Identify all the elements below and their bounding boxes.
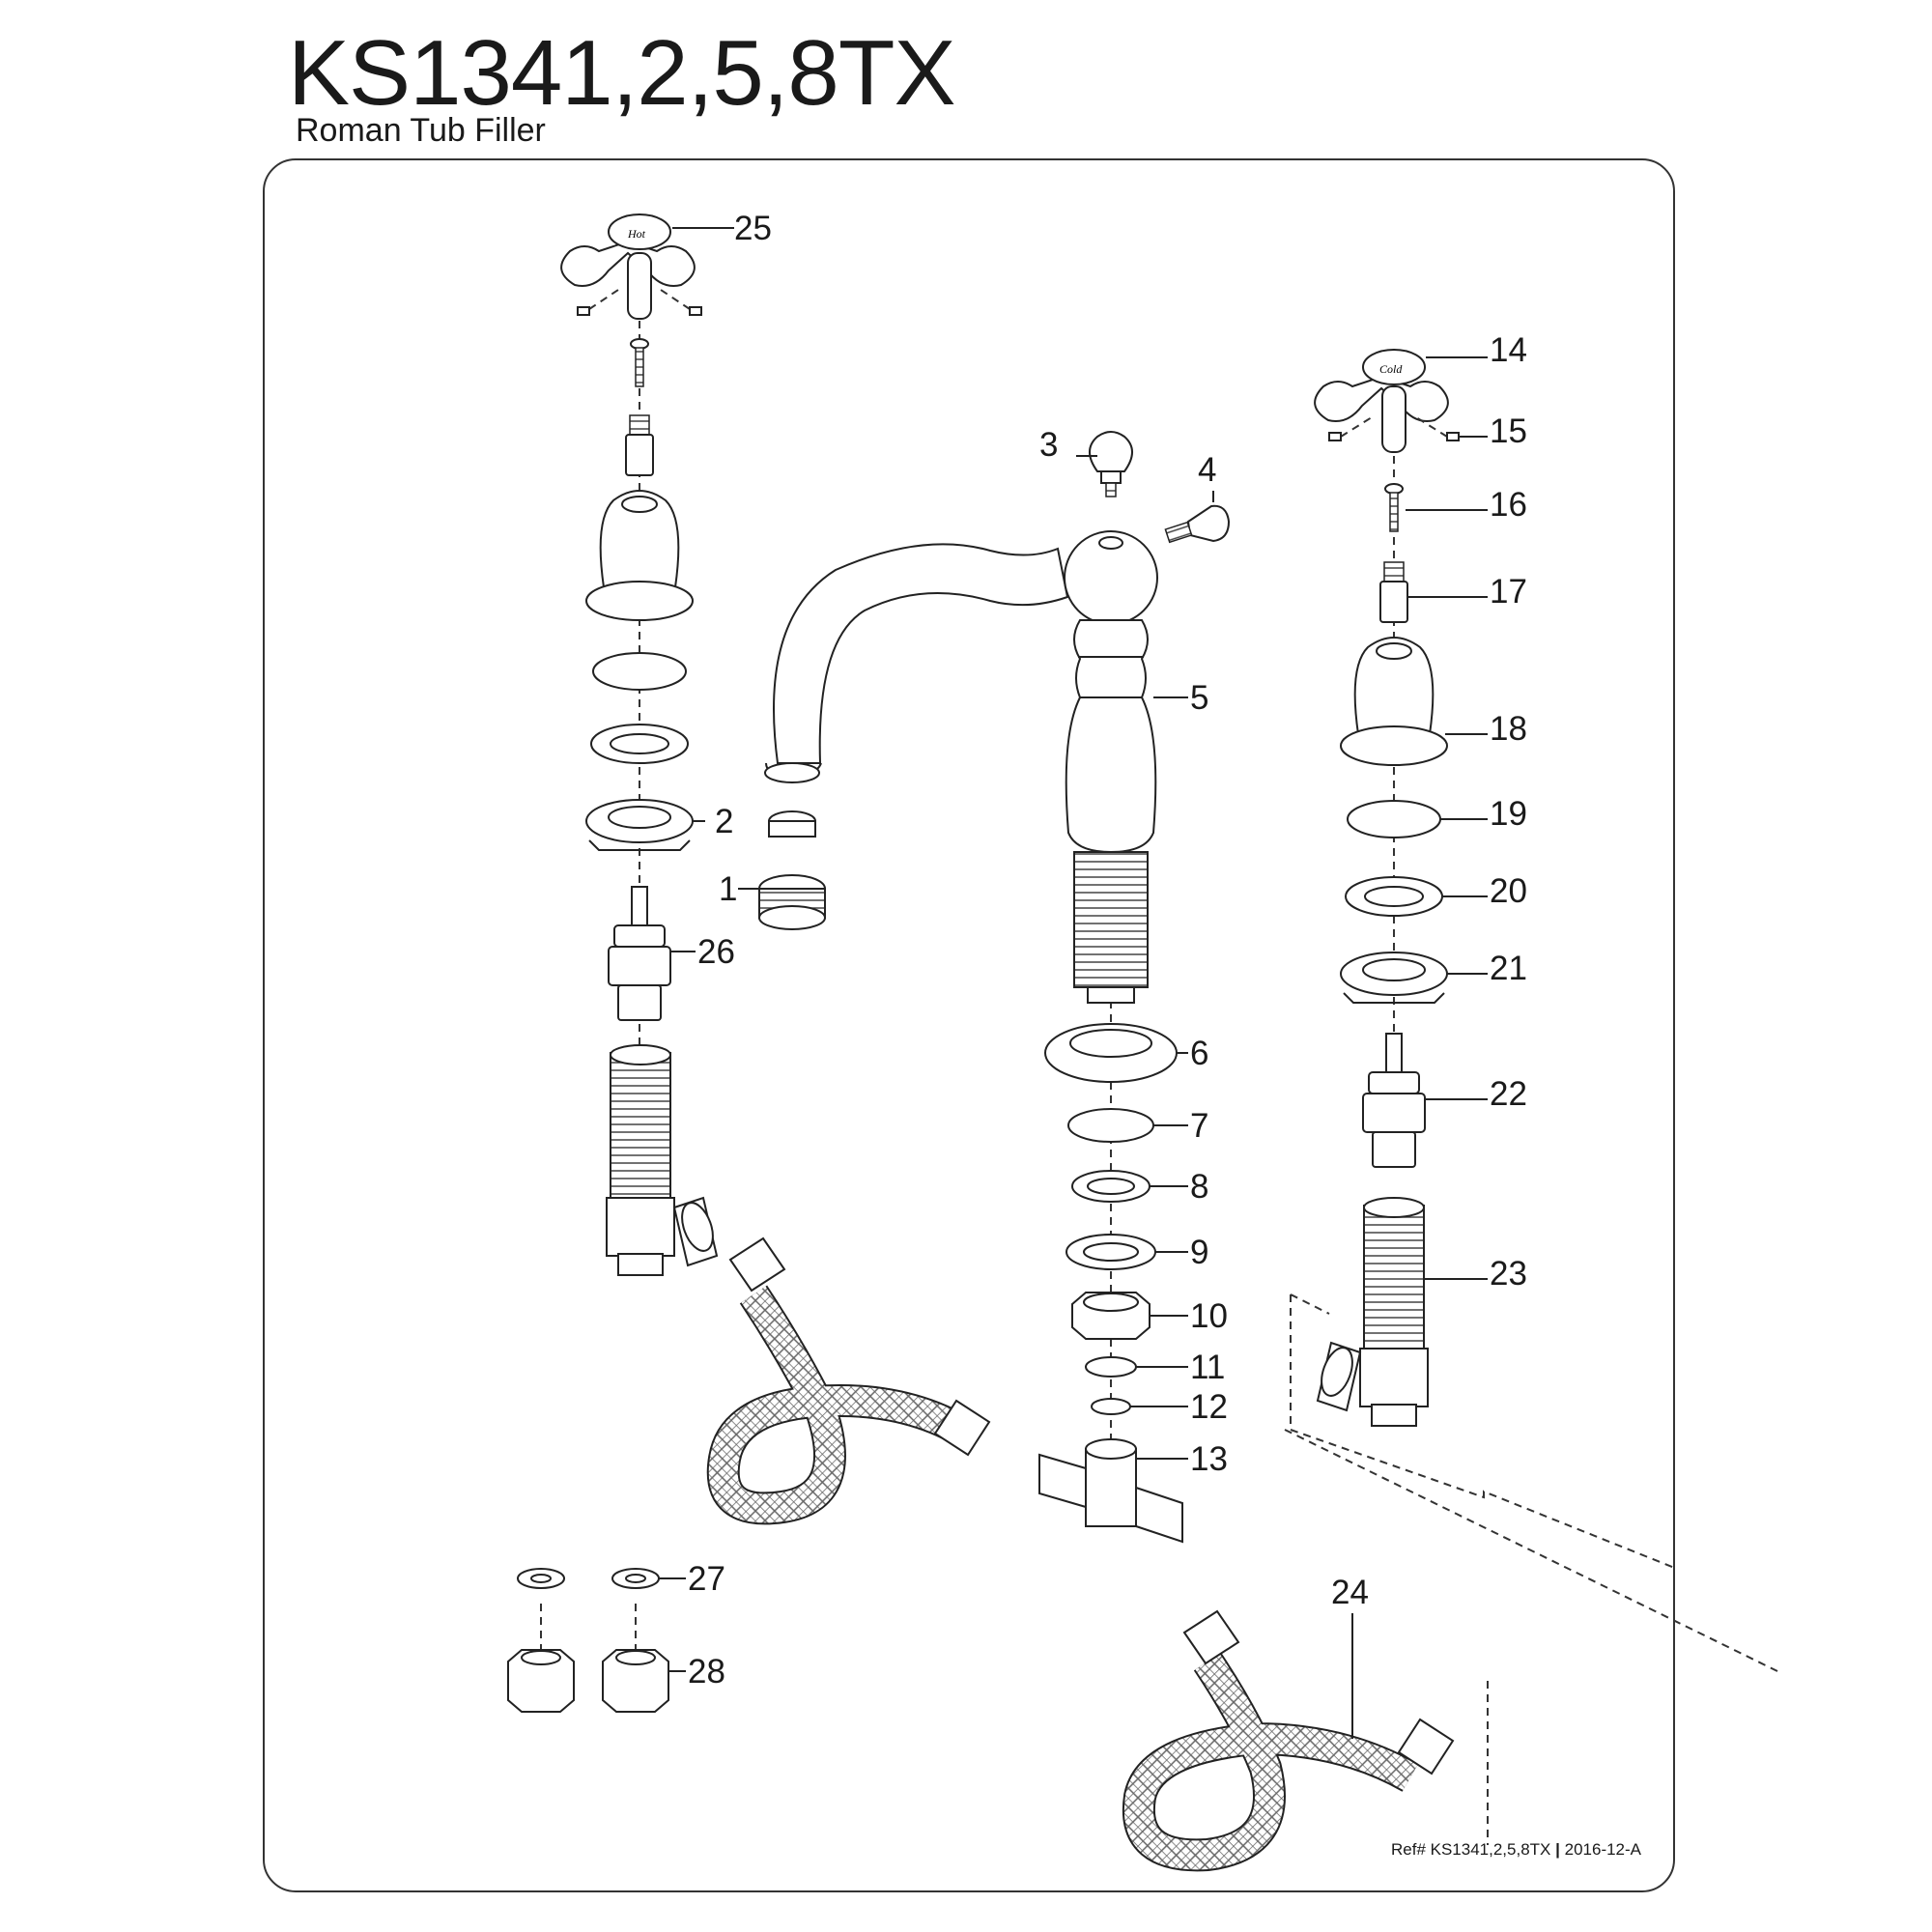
spout-washer <box>1071 1170 1151 1203</box>
callout-7: 7 <box>1190 1107 1208 1145</box>
reference-footer: Ref# KS1341,2,5,8TX | 2016-12-A <box>1391 1840 1641 1860</box>
callout-numbers: 25 14 15 16 17 18 19 20 21 22 23 24 3 4 … <box>688 210 1527 1690</box>
spout-friction-washer <box>1065 1234 1156 1270</box>
spout-o-ring <box>1085 1356 1137 1378</box>
callout-14: 14 <box>1490 331 1527 369</box>
hot-cartridge <box>608 886 671 1021</box>
callout-17: 17 <box>1490 573 1527 611</box>
callout-27: 27 <box>688 1560 725 1598</box>
page-title: KS1341,2,5,8TX <box>288 21 955 125</box>
callout-15: 15 <box>1490 412 1527 450</box>
hot-valve-body <box>606 1044 719 1276</box>
callout-24: 24 <box>1331 1574 1369 1611</box>
callout-22: 22 <box>1490 1075 1527 1113</box>
callout-4: 4 <box>1198 451 1216 489</box>
callout-28: 28 <box>688 1653 725 1690</box>
cold-cross-handle: Cold <box>1314 349 1460 453</box>
hot-cross-handle: Hot <box>560 213 702 320</box>
callout-18: 18 <box>1490 710 1527 748</box>
spout-locknut <box>1071 1292 1151 1340</box>
cold-cartridge <box>1362 1033 1426 1168</box>
page-subtitle: Roman Tub Filler <box>296 112 546 149</box>
callout-11: 11 <box>1190 1349 1225 1386</box>
cold-bell-cover <box>1340 637 1448 766</box>
cold-valve-assembly: Cold <box>1284 349 1778 1845</box>
callout-8: 8 <box>1190 1168 1208 1206</box>
spout-side-cap <box>1164 504 1231 544</box>
callout-20: 20 <box>1490 872 1527 910</box>
callout-12: 12 <box>1190 1388 1228 1426</box>
callout-leaders <box>659 227 1488 1739</box>
callout-5: 5 <box>1190 679 1208 717</box>
callout-1: 1 <box>719 870 737 908</box>
supply-hoses <box>706 1236 1455 1872</box>
hot-o-ring <box>592 652 687 691</box>
hot-label: Hot <box>627 227 646 241</box>
hot-bell-cover <box>585 490 694 621</box>
callout-3: 3 <box>1039 426 1058 464</box>
spout-adapter <box>758 810 826 930</box>
spout-gasket <box>1067 1108 1154 1143</box>
callout-25: 25 <box>734 210 772 247</box>
cold-o-ring <box>1347 800 1441 838</box>
hot-valve-assembly: Hot <box>560 213 719 1276</box>
callout-21: 21 <box>1490 950 1527 987</box>
loose-fittings <box>507 1568 669 1713</box>
cold-label: Cold <box>1379 362 1403 376</box>
ref-revision: 2016-12-A <box>1564 1840 1642 1859</box>
cold-handle-screw <box>1384 483 1404 532</box>
callout-6: 6 <box>1190 1035 1208 1072</box>
spout-finial <box>1089 431 1133 497</box>
spout-flange <box>1044 1023 1178 1083</box>
callout-13: 13 <box>1190 1440 1228 1478</box>
callout-19: 19 <box>1490 795 1527 833</box>
spout-assembly <box>758 431 1231 1544</box>
cold-flange <box>1340 952 1448 1004</box>
hot-handle-screw <box>630 338 649 387</box>
spout-tee <box>1038 1438 1183 1544</box>
spout-small-o-ring <box>1091 1398 1131 1415</box>
callout-2: 2 <box>715 803 733 840</box>
callout-16: 16 <box>1490 486 1527 524</box>
cold-adapter <box>1379 561 1408 623</box>
hot-adapter <box>625 414 654 476</box>
hot-flange <box>585 799 694 851</box>
cold-valve-body <box>1316 1197 1429 1427</box>
callout-10: 10 <box>1190 1297 1228 1335</box>
ref-number: Ref# KS1341,2,5,8TX <box>1391 1840 1551 1859</box>
ref-separator: | <box>1555 1840 1560 1859</box>
callout-26: 26 <box>697 933 735 971</box>
diagram-frame <box>263 158 1675 1892</box>
callout-23: 23 <box>1490 1255 1527 1293</box>
callout-9: 9 <box>1190 1234 1208 1271</box>
